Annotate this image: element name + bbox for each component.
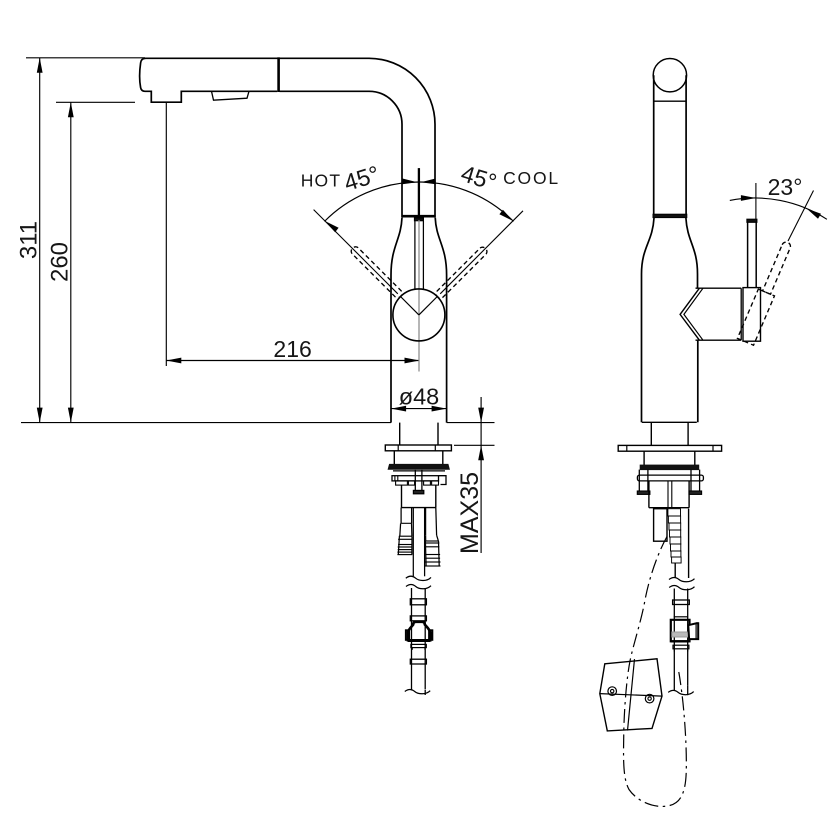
svg-text:COOL: COOL: [503, 168, 560, 188]
svg-text:ø48: ø48: [399, 384, 440, 410]
svg-text:MAX35: MAX35: [456, 472, 484, 554]
svg-text:311: 311: [16, 221, 43, 259]
svg-text:260: 260: [46, 242, 73, 282]
svg-text:HOT: HOT: [301, 171, 342, 191]
svg-text:23°: 23°: [768, 174, 803, 200]
svg-text:216: 216: [273, 336, 311, 362]
